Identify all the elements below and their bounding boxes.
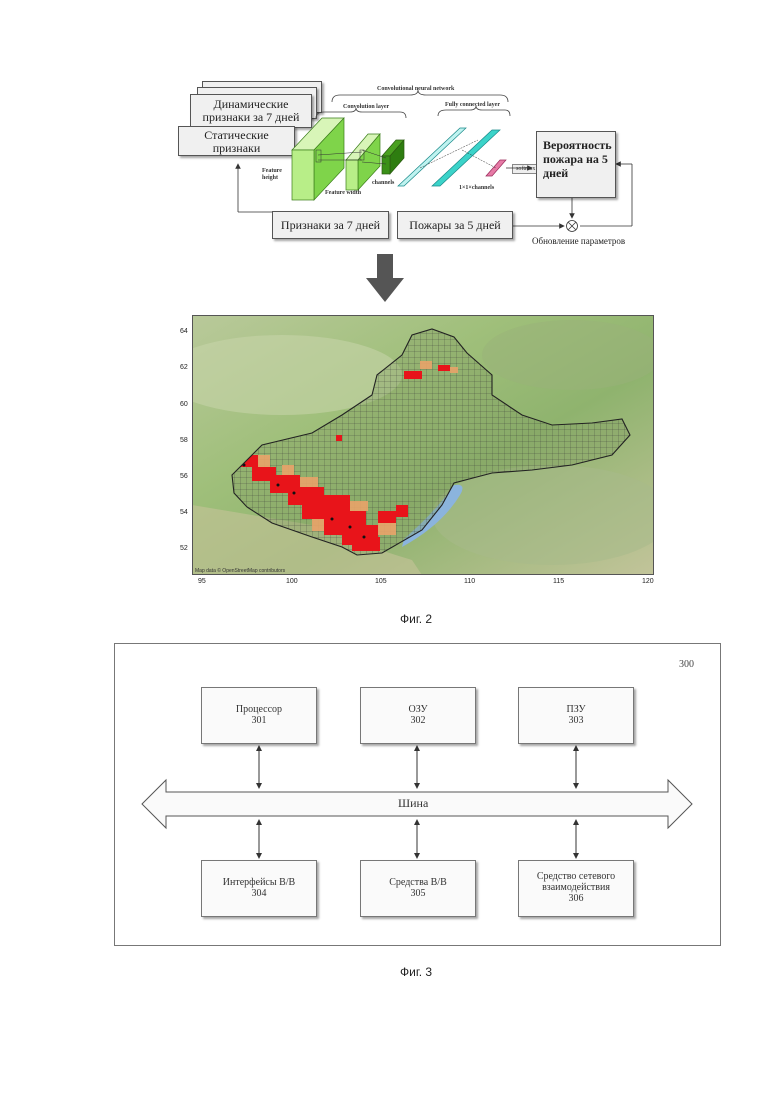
ram-block: ОЗУ 302 (360, 687, 476, 744)
x-tick: 105 (375, 578, 387, 585)
block-number: 301 (202, 715, 316, 726)
block-name: Интерфейсы В/В (202, 877, 316, 888)
io-interfaces-block: Интерфейсы В/В 304 (201, 860, 317, 917)
y-tick: 58 (180, 437, 188, 444)
fc-brace (438, 106, 510, 116)
block-name: ОЗУ (361, 704, 475, 715)
block-number: 303 (519, 715, 633, 726)
x-tick: 120 (642, 578, 654, 585)
rom-block: ПЗУ 303 (518, 687, 634, 744)
y-tick: 60 (180, 401, 188, 408)
fires-5-box: Пожары за 5 дней (397, 211, 513, 239)
block-number: 304 (202, 888, 316, 899)
block-number: 302 (361, 715, 475, 726)
features-7-box: Признаки за 7 дней (272, 211, 389, 239)
fires-5-label: Пожары за 5 дней (409, 218, 500, 232)
probability-label: Вероятность пожара на 5 дней (543, 138, 612, 180)
conv1-front (292, 150, 314, 200)
conv-brace (316, 108, 406, 118)
conv2-front (346, 160, 358, 190)
block-name: Средство сетевого взаимодействия (519, 871, 633, 893)
processor-block: Процессор 301 (201, 687, 317, 744)
conv3-front (382, 156, 390, 174)
x-tick: 95 (198, 578, 206, 585)
block-number: 305 (361, 888, 475, 899)
map-attribution: Map data © OpenStreetMap contributors (195, 567, 286, 574)
fc1 (398, 128, 466, 186)
features-7-label: Признаки за 7 дней (281, 218, 380, 232)
x-tick: 115 (553, 578, 564, 585)
block-number: 306 (519, 893, 633, 904)
cnn-graphics (0, 0, 780, 320)
y-tick: 64 (180, 328, 188, 335)
block-name: Средства В/В (361, 877, 475, 888)
y-tick: 62 (180, 364, 188, 371)
block-name: Процессор (202, 704, 316, 715)
network-block: Средство сетевого взаимодействия 306 (518, 860, 634, 917)
fig2-caption: Фиг. 2 (400, 612, 432, 626)
y-tick: 56 (180, 473, 188, 480)
bus-label: Шина (398, 796, 428, 811)
fig3-caption: Фиг. 3 (400, 965, 432, 979)
y-tick: 54 (180, 509, 188, 516)
block-name: ПЗУ (519, 704, 633, 715)
probability-box: Вероятность пожара на 5 дней (536, 131, 616, 198)
x-tick: 110 (464, 578, 475, 585)
fc2 (432, 130, 500, 186)
io-devices-block: Средства В/В 305 (360, 860, 476, 917)
x-tick: 100 (286, 578, 298, 585)
down-arrow-icon (366, 254, 404, 302)
update-params-label: Обновление параметров (532, 236, 625, 246)
map-canvas: Map data © OpenStreetMap contributors (192, 315, 654, 575)
cnn-brace (332, 90, 508, 102)
y-tick: 52 (180, 545, 188, 552)
